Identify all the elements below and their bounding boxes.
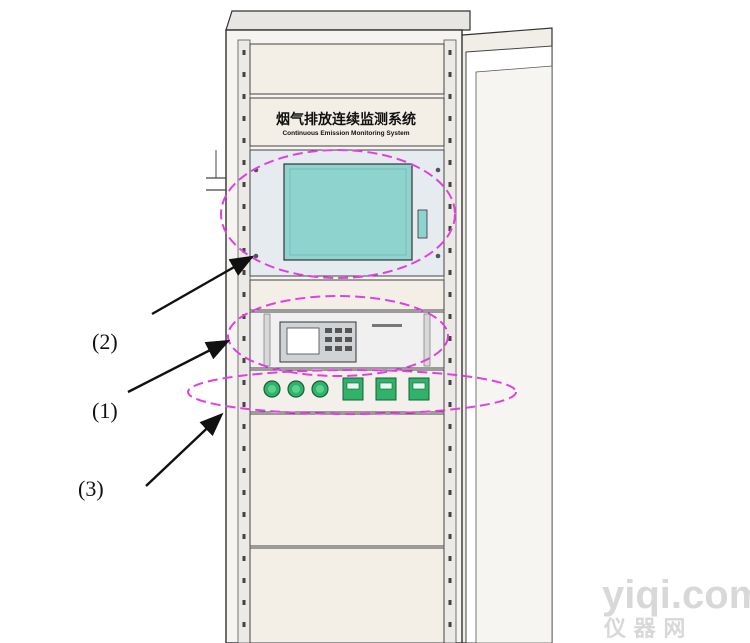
open-door [449,27,553,643]
monitor-panel [249,149,445,277]
callout-label-monitor: (2) [92,329,118,354]
touch-screen [283,163,413,261]
rail-hole [448,204,452,209]
rail-hole [448,116,452,121]
highlight-controls [187,369,517,415]
rail-hole [448,314,452,319]
rail-hole [448,424,452,429]
rail-hole [448,138,452,143]
rail-hole [242,446,246,451]
rail-hole [448,380,452,385]
rail-hole [242,512,246,517]
rail-hole [242,424,246,429]
arrow-analyzer [127,339,231,394]
knob-group [263,380,329,398]
spacer-panel [249,279,445,311]
rail-hole [242,468,246,473]
rail-hole [242,270,246,275]
arrow-controls [145,412,224,487]
side-indicator [417,209,428,239]
rail-hole [242,380,246,385]
rail-hole [242,182,246,187]
rail-hole [448,534,452,539]
rail-hole [448,182,452,187]
rail-hole [242,358,246,363]
rail-hole [448,72,452,77]
highlight-analyzer [227,295,449,377]
panel-title-en: Continuous Emission Monitoring System [282,130,409,137]
rail-hole [448,512,452,517]
arrow-monitor [151,255,255,316]
watermark-text-cn: 仪 器 网 [603,617,685,642]
rail-hole [242,160,246,165]
highlight-ellipses [187,149,517,415]
rail-hole [448,270,452,275]
rail-hole [242,72,246,77]
rail-hole [448,336,452,341]
rail-hole [242,292,246,297]
rail-hole [242,622,246,627]
rack-panels [249,43,445,147]
rail-hole [448,94,452,99]
rail-hole [448,556,452,561]
panel-title-cn: 烟气排放连续监测系统 [276,111,416,128]
rail-hole [242,248,246,253]
rail-hole [448,402,452,407]
rail-hole [448,358,452,363]
rail-hole [448,446,452,451]
rail-hole [448,226,452,231]
rail-hole [242,94,246,99]
analyzer-display [286,327,320,355]
control-panel [249,369,445,413]
analyzer-keypad [325,328,352,351]
rail-hole [448,248,452,253]
rail-hole [448,622,452,627]
highlight-monitor [220,149,456,279]
rail-hole [448,578,452,583]
watermark-text: yiqi.com [602,573,750,617]
rail-hole [242,204,246,209]
rail-hole [448,600,452,605]
rail-hole [242,138,246,143]
rail-hole [242,534,246,539]
breaker-group [342,377,430,401]
rail-hole [242,402,246,407]
rail-hole [242,50,246,55]
callout-label-analyzer: (1) [92,398,118,423]
rail-hole [448,292,452,297]
rail-hole [448,490,452,495]
rail-hole [242,314,246,319]
callout-arrows [127,255,255,487]
rail-hole [242,226,246,231]
rail-hole [242,490,246,495]
rail-hole [242,556,246,561]
analyzer-unit [249,311,445,369]
rail-holes [242,50,452,627]
rail-hole [242,578,246,583]
rail-hole [242,336,246,341]
rail-hole [448,160,452,165]
lower-panels [249,413,445,643]
rail-hole [448,468,452,473]
callout-label-controls: (3) [78,476,104,501]
rail-hole [242,600,246,605]
rail-hole [242,116,246,121]
rail-hole [448,50,452,55]
